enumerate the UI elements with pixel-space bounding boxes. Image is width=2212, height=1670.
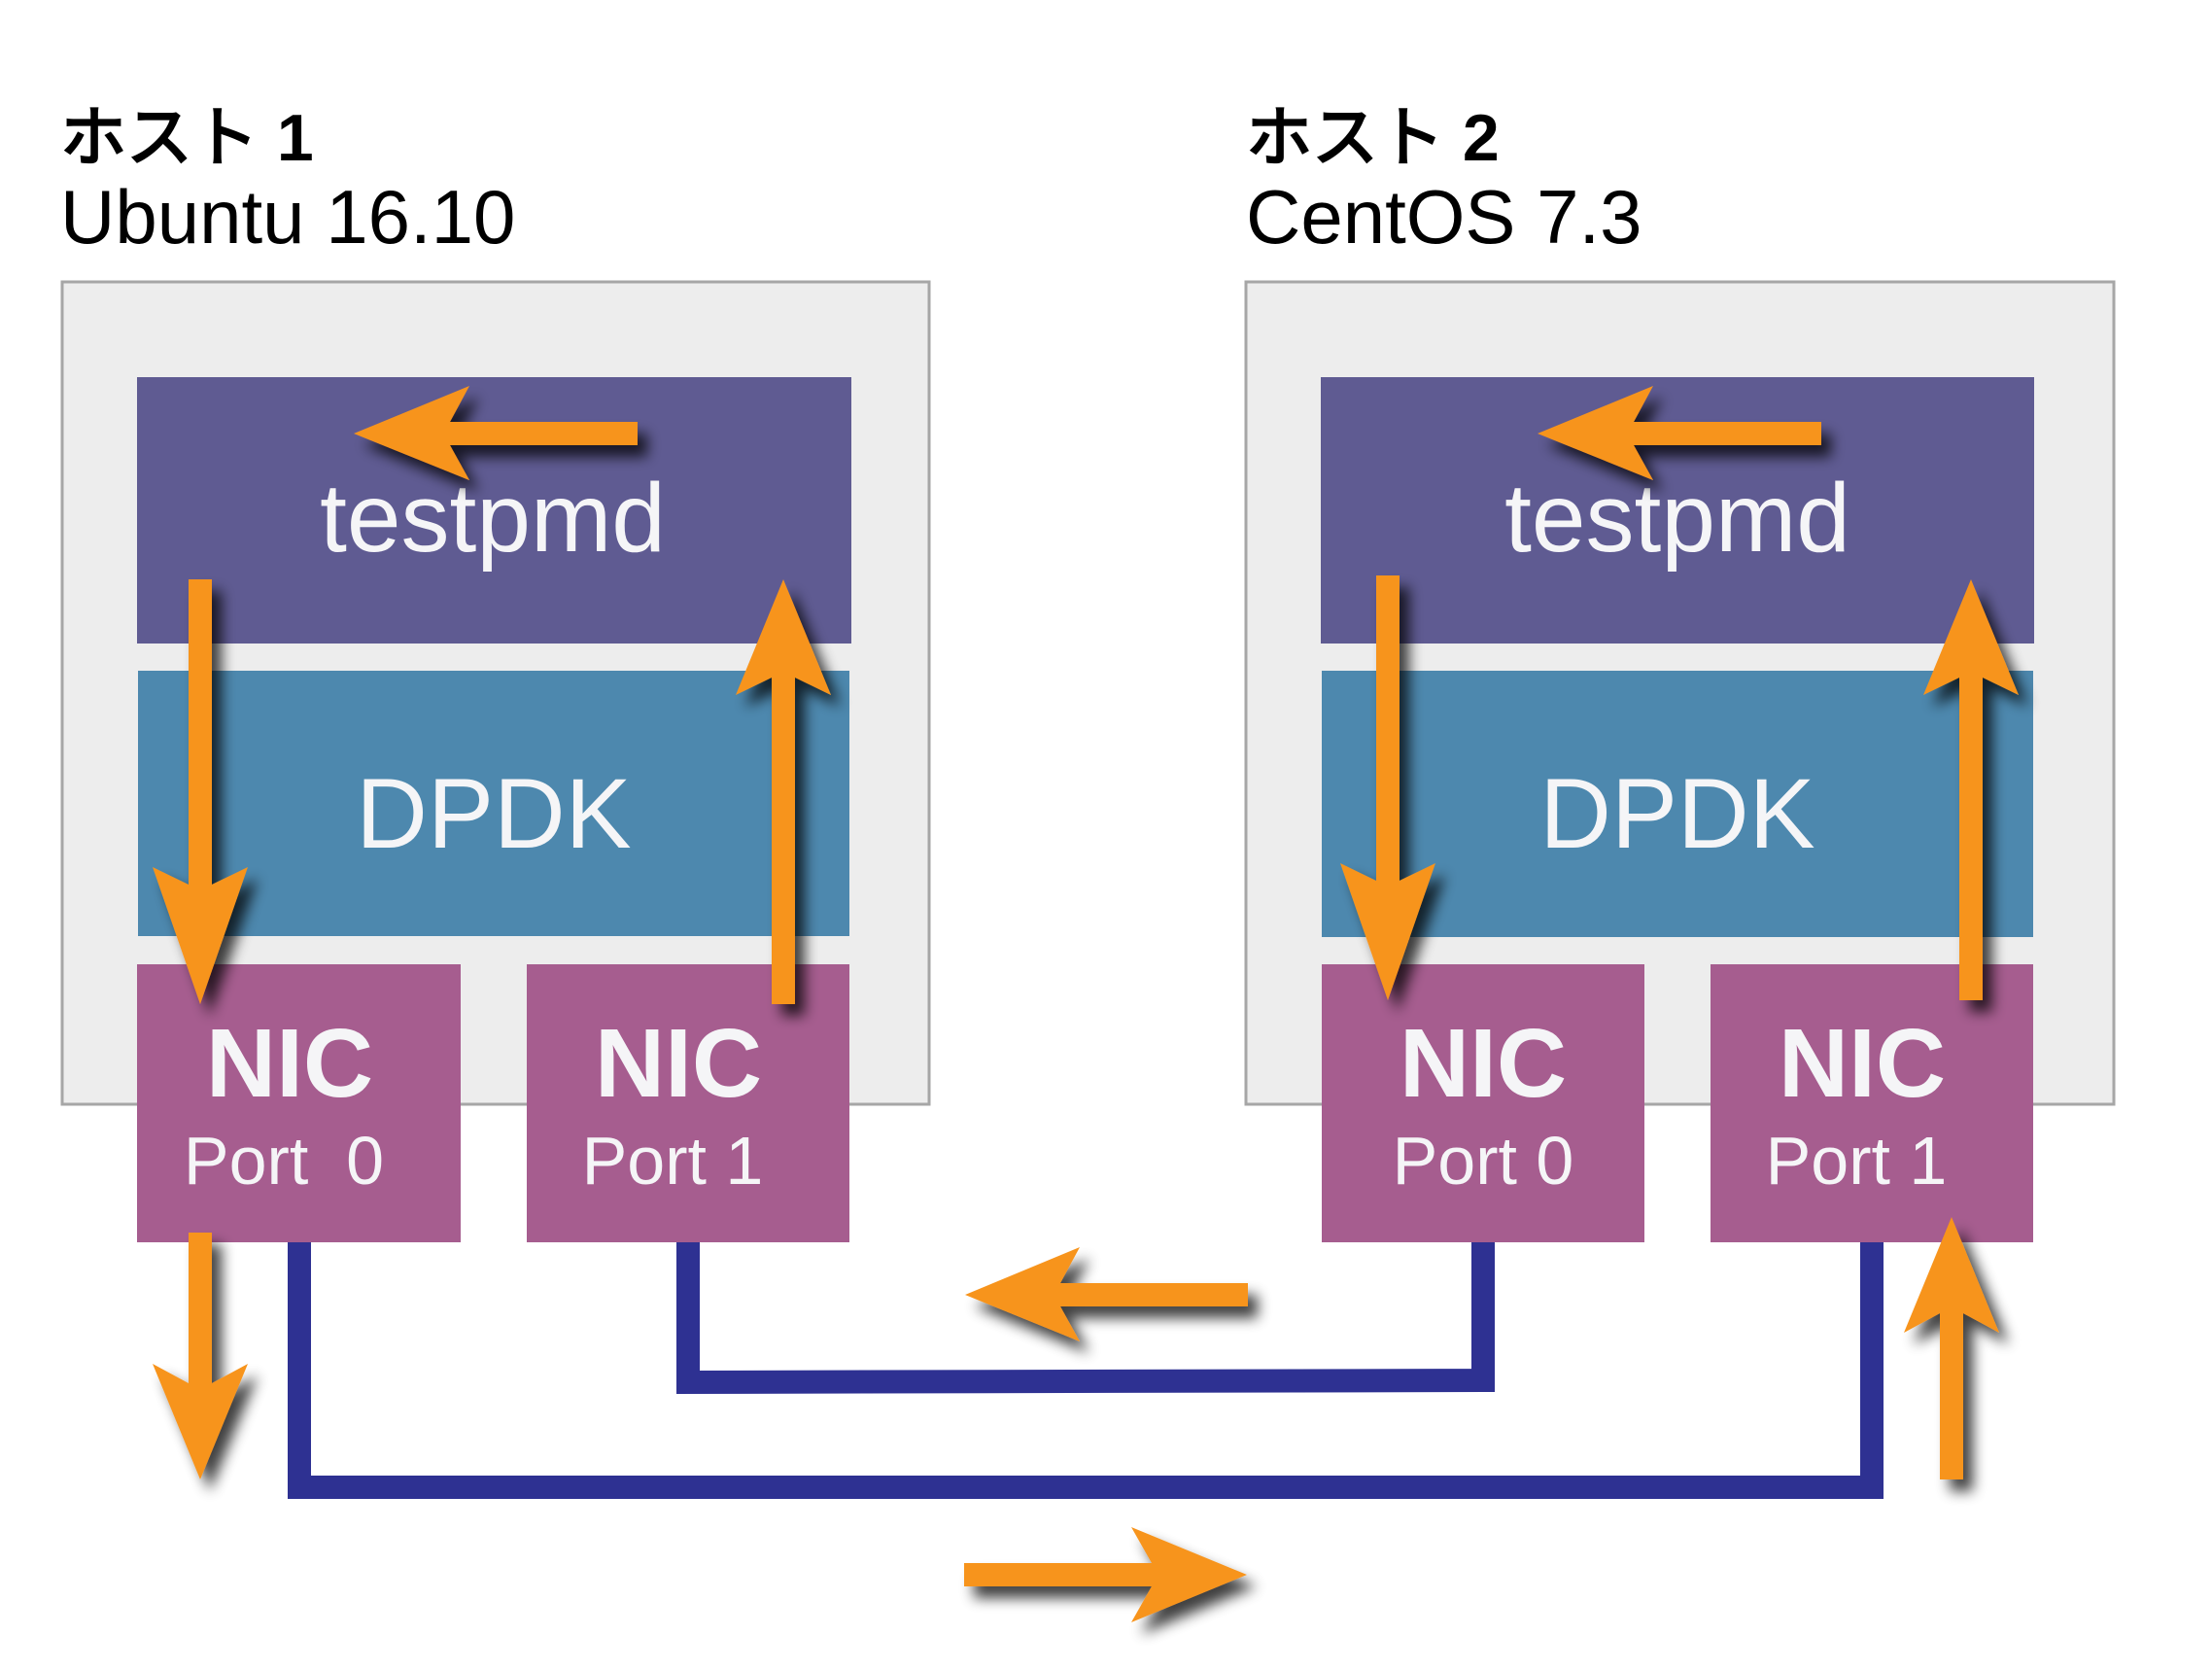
host-2-testpmd-left-arrow-icon [1538, 386, 1821, 480]
host-1-os-label: Ubuntu 16.10 [60, 174, 515, 260]
host-2-testpmd-block [1321, 377, 2034, 644]
host-2-nic-port-1-title: NIC [1779, 1009, 1946, 1118]
host-1-dpdk-label: DPDK [356, 758, 631, 869]
host-1-down-arrow-to-port-0-icon [153, 579, 248, 1004]
host-2-nic-port-1: NIC Port 1 [1711, 964, 2033, 1242]
host-1-nic-port-0-title: NIC [206, 1009, 373, 1118]
host-2-nic-port-1-box [1711, 964, 2033, 1242]
host-1-title: ホスト 1 [60, 101, 314, 175]
host-2-up-arrow-from-port-1-icon [1923, 579, 2019, 1000]
cable-host1-port0-to-host2-port1 [288, 1242, 1884, 1499]
host-2-nic-port-0-port-label: Port 0 [1393, 1123, 1574, 1199]
link-flow-right-arrow-icon [964, 1527, 1247, 1622]
host-1-nic-port-0-box [137, 964, 461, 1242]
host-1-nic-port-1-box [527, 964, 849, 1242]
host-2-dpdk-label: DPDK [1539, 758, 1815, 869]
host-1-dpdk-block [138, 671, 849, 936]
host-2-nic-port-0-box [1322, 964, 1644, 1242]
host-2-nic-port-1-port-label: Port 1 [1766, 1123, 1948, 1199]
host-2-testpmd-label: testpmd [1504, 464, 1850, 573]
host-1-nic-port-1-title: NIC [595, 1009, 762, 1118]
host-1-testpmd-left-arrow-icon [354, 386, 638, 480]
host-1-nic-port-1: NIC Port 1 [527, 964, 849, 1242]
host-2-os-label: CentOS 7.3 [1246, 174, 1642, 260]
host-1-up-arrow-from-port-1-icon [736, 579, 831, 1004]
host-1-nic-port-0: NIC Port 0 [137, 964, 461, 1242]
host-1-nic-port-0-port-label: Port 0 [184, 1123, 384, 1199]
host-2-title: ホスト 2 [1246, 101, 1500, 175]
host-1-port-0-egress-down-arrow-icon [153, 1233, 248, 1479]
link-flow-left-arrow-icon [965, 1247, 1248, 1341]
host-1-nic-port-1-port-label: Port 1 [582, 1123, 764, 1199]
host-2-down-arrow-to-port-0-icon [1340, 575, 1435, 1000]
cable-host1-port1-to-host2-port0 [676, 1242, 1495, 1395]
host-1-testpmd-block [137, 377, 851, 644]
host-2-nic-port-0-title: NIC [1400, 1009, 1567, 1118]
host-2-dpdk-block [1322, 671, 2033, 937]
host-2-port-1-ingress-up-arrow-icon [1904, 1217, 1999, 1479]
host-1-testpmd-label: testpmd [320, 464, 666, 573]
host-2-nic-port-0: NIC Port 0 [1322, 964, 1644, 1242]
